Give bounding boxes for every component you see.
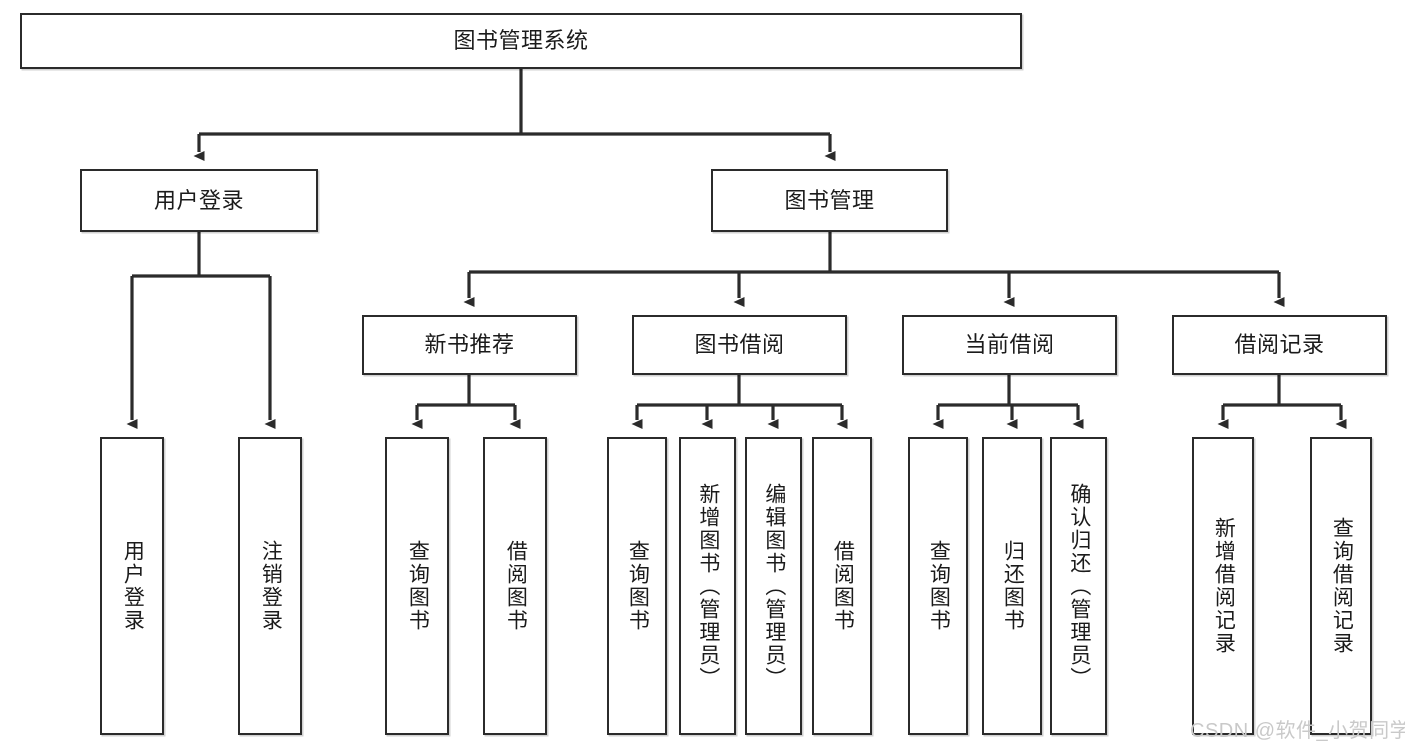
leaf-node[interactable]: 借阅图书 [483,437,547,735]
leaf-node-label: 归还图书 [1001,540,1025,632]
leaf-node-label: 注销登录 [259,540,283,632]
leaf-node[interactable]: 用户登录 [100,437,164,735]
leaf-node[interactable]: 注销登录 [238,437,302,735]
leaf-node[interactable]: 借阅图书 [812,437,872,735]
leaf-node-label: 编辑图书（管理员） [762,482,786,690]
leaf-node-label: 查询图书 [626,540,650,632]
leaf-node[interactable]: 确认归还（管理员） [1050,437,1107,735]
leaf-node-label: 查询图书 [406,540,430,632]
leaf-node-label: 新增借阅记录 [1212,517,1236,655]
node-borrow-record[interactable]: 借阅记录 [1172,315,1387,375]
node-book-borrow-label: 图书借阅 [694,332,785,358]
leaf-node[interactable]: 归还图书 [982,437,1042,735]
node-borrow-record-label: 借阅记录 [1234,332,1325,358]
node-current-borrow-label: 当前借阅 [964,332,1055,358]
node-book-management-label: 图书管理 [784,187,875,213]
leaf-node-label: 借阅图书 [504,540,528,632]
leaf-node[interactable]: 编辑图书（管理员） [745,437,802,735]
leaf-node-label: 借阅图书 [831,540,855,632]
node-current-borrow[interactable]: 当前借阅 [902,315,1117,375]
node-root-label: 图书管理系统 [453,28,589,54]
node-book-management[interactable]: 图书管理 [711,169,948,232]
node-root-system[interactable]: 图书管理系统 [20,13,1022,69]
leaf-node-label: 确认归还（管理员） [1067,482,1091,690]
leaf-node-label: 查询借阅记录 [1330,517,1354,655]
leaf-node[interactable]: 查询图书 [607,437,667,735]
node-book-borrow[interactable]: 图书借阅 [632,315,847,375]
leaf-node-label: 用户登录 [121,540,145,632]
leaf-node[interactable]: 查询借阅记录 [1310,437,1372,735]
leaf-node-label: 新增图书（管理员） [696,482,720,690]
leaf-node-label: 查询图书 [927,540,951,632]
node-new-book-recommend-label: 新书推荐 [424,332,515,358]
node-new-book-recommend[interactable]: 新书推荐 [362,315,577,375]
csdn-watermark: CSDN @软件_小贺同学 [1190,720,1405,742]
node-user-login-label: 用户登录 [153,187,244,213]
leaf-node[interactable]: 查询图书 [908,437,968,735]
leaf-node[interactable]: 新增借阅记录 [1192,437,1254,735]
leaf-node[interactable]: 查询图书 [385,437,449,735]
node-user-login[interactable]: 用户登录 [80,169,318,232]
leaf-node[interactable]: 新增图书（管理员） [679,437,736,735]
